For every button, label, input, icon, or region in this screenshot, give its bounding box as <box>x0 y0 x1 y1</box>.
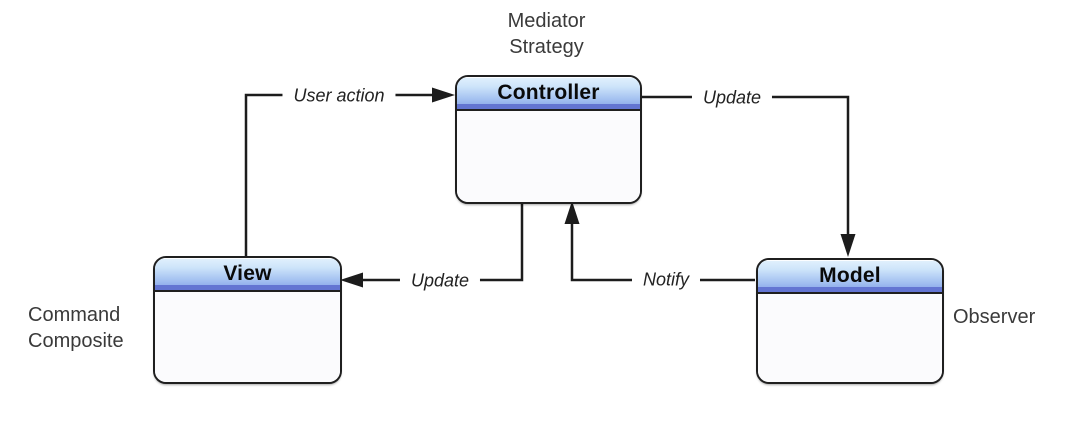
model-node-header: Model <box>758 260 942 294</box>
edge-label-notify: Notify <box>631 268 701 292</box>
pattern-command: Command <box>28 304 121 326</box>
edge-label-update-model: Update <box>691 86 773 110</box>
pattern-mediator: Mediator <box>507 10 586 32</box>
view-node-header: View <box>155 258 340 292</box>
model-node-body <box>758 294 942 382</box>
arrowhead-up-icon <box>564 201 580 224</box>
pattern-observer: Observer <box>953 306 1036 328</box>
pattern-strategy: Strategy <box>509 36 584 58</box>
view-node: View <box>153 256 342 384</box>
controller-node-header: Controller <box>457 77 640 111</box>
model-node-title: Model <box>819 264 881 287</box>
view-patterns-label: Command Composite <box>28 302 124 354</box>
pattern-composite: Composite <box>28 330 124 352</box>
view-node-body <box>155 292 340 382</box>
controller-node: Controller <box>455 75 642 204</box>
edge-label-user-action: User action <box>282 84 396 108</box>
edge-update-model-line <box>640 95 850 238</box>
edge-label-update-view: Update <box>399 269 481 293</box>
edge-update-view-line <box>358 201 524 282</box>
controller-patterns-label: Mediator Strategy <box>455 8 638 60</box>
model-node: Model <box>756 258 944 384</box>
view-node-title: View <box>223 262 272 285</box>
arrowhead-left-icon <box>340 272 363 288</box>
edge-user-action-line <box>244 93 437 257</box>
arrowhead-right-icon <box>432 87 455 103</box>
controller-node-body <box>457 111 640 202</box>
controller-node-title: Controller <box>497 81 600 104</box>
model-patterns-label: Observer <box>953 304 1035 330</box>
arrowhead-down-icon <box>840 234 856 257</box>
